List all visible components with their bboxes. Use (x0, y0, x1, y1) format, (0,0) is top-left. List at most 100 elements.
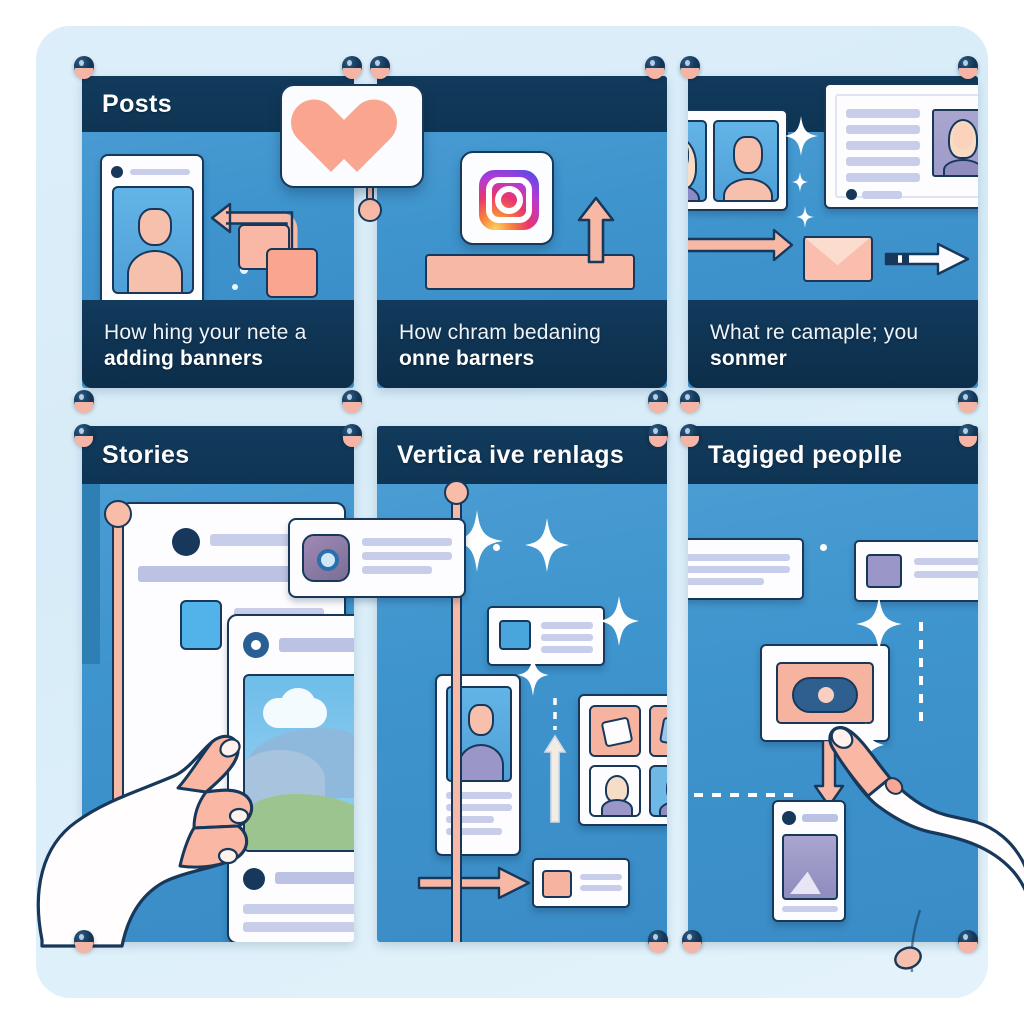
sparkle-icon (517, 654, 549, 696)
instagram-mini-icon (302, 534, 350, 582)
document-avatar (932, 109, 978, 177)
panel-reels-header (377, 76, 667, 132)
text-line (446, 828, 502, 835)
pin[interactable] (680, 390, 700, 413)
text-line (234, 608, 324, 617)
pin[interactable] (370, 56, 390, 79)
pin[interactable] (342, 56, 362, 79)
mini-peach-card[interactable] (532, 858, 630, 908)
heart-connector-node (358, 198, 382, 222)
panel-profiles[interactable] (688, 76, 978, 388)
instagram-icon (479, 170, 539, 230)
text-line (580, 885, 622, 891)
up-arrow-dashed-icon (543, 698, 567, 823)
caption-line-1: What re camaple; you (710, 321, 919, 344)
sparkle-dot (820, 544, 827, 551)
phone-post-card[interactable] (100, 154, 204, 329)
sparkle-icon (796, 206, 814, 228)
pin[interactable] (74, 390, 94, 413)
text-line (802, 814, 838, 822)
side-stripe (82, 484, 100, 664)
pin[interactable] (680, 56, 700, 79)
person-body-icon (127, 250, 183, 292)
instagram-mini-card[interactable] (288, 518, 466, 598)
post-photo-thumb (112, 186, 194, 294)
caption-profiles: What re camaple; you sonmer (688, 300, 978, 388)
instagram-logo-card[interactable] (460, 151, 554, 245)
peach-pole-knob (104, 500, 132, 528)
stacked-square-front (266, 248, 318, 298)
text-line (362, 552, 452, 560)
avatar-dot (782, 811, 796, 825)
text-line (846, 173, 920, 182)
pin[interactable] (680, 424, 700, 447)
person-photo-left (688, 120, 707, 202)
heart-icon (311, 102, 397, 180)
pinch-hand (24, 640, 284, 950)
pin[interactable] (958, 56, 978, 79)
caption-reels: How chram bedaning onne barners (377, 300, 667, 388)
mini-post-card[interactable] (772, 800, 846, 922)
text-line (541, 646, 593, 653)
text-line (782, 906, 838, 912)
text-line (275, 872, 354, 884)
pin[interactable] (645, 56, 665, 79)
text-line (243, 922, 354, 932)
text-line (446, 792, 512, 799)
document-card[interactable] (824, 83, 978, 209)
caption-line-1: How hing your nete a (104, 321, 307, 344)
instagram-pip (523, 181, 529, 187)
two-people-card[interactable] (688, 109, 788, 211)
pin[interactable] (648, 390, 668, 413)
panel-posts-title: Posts (102, 89, 173, 118)
envelope-card[interactable] (487, 606, 605, 666)
sparkle-icon (451, 510, 503, 572)
person-card[interactable] (435, 674, 521, 856)
pin[interactable] (74, 930, 94, 953)
peach-pole-knob (444, 480, 469, 505)
pin[interactable] (682, 930, 702, 953)
pin[interactable] (342, 390, 362, 413)
phone-story-card[interactable] (227, 614, 354, 942)
caption-line-2: onne barners (399, 347, 535, 371)
text-line (846, 109, 920, 118)
photo-grid-cell (589, 705, 641, 757)
top-info-card[interactable] (688, 538, 804, 600)
tag-card[interactable] (760, 644, 890, 742)
photo-grid-cell (649, 765, 667, 817)
text-line (362, 538, 452, 546)
person-body-icon (688, 184, 700, 200)
photo-grid[interactable] (578, 694, 667, 826)
panel-reels-vertical[interactable]: Vertica ive renlags (377, 426, 667, 942)
sparkle-dot (493, 544, 500, 551)
pin[interactable] (648, 424, 668, 447)
pin[interactable] (74, 56, 94, 79)
caption-posts: How hing your nete a adding banners (82, 300, 354, 388)
text-line (362, 566, 432, 574)
right-arrow-icon (884, 242, 970, 276)
pin[interactable] (958, 424, 978, 447)
hair-icon (688, 136, 697, 192)
panel-reels-vertical-header: Vertica ive renlags (377, 426, 667, 484)
second-info-card[interactable] (854, 540, 978, 602)
mini-peach-thumb (542, 870, 572, 898)
pin[interactable] (342, 424, 362, 447)
panel-stories-title: Stories (102, 440, 190, 469)
photo-grid-cell (589, 765, 641, 817)
envelope-flap (802, 235, 873, 266)
text-line (846, 141, 920, 150)
sparkle-icon (784, 116, 818, 156)
pointing-hand (790, 700, 1024, 1000)
pin[interactable] (958, 390, 978, 413)
pin[interactable] (958, 930, 978, 953)
text-line (446, 816, 494, 823)
bubble-dot (232, 284, 238, 290)
heart-card[interactable] (280, 84, 424, 188)
pin[interactable] (74, 424, 94, 447)
instagram-ring (494, 185, 524, 215)
text-line (541, 634, 593, 641)
pin[interactable] (648, 930, 668, 953)
double-arrow-icon (688, 228, 794, 262)
envelope-icon[interactable] (802, 235, 873, 282)
panel-tagged[interactable]: Tagiged peoplle (688, 426, 978, 942)
